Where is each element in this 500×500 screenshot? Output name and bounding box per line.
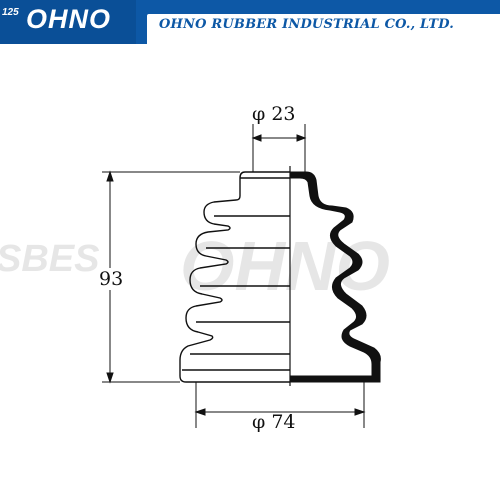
company-name: OHNO RUBBER INDUSTRIAL CO., LTD. [159,17,454,32]
boot-section-right [289,171,381,383]
boot-profile-outline [179,171,290,383]
dim-top-diameter-lines [251,124,307,172]
dim-top-diameter-label: φ 23 [252,103,296,125]
brand-logo[interactable]: 125 OHNO [0,0,136,44]
logo-badge: 125 [2,7,19,18]
logo-wordmark: OHNO [26,4,111,34]
boot-outline-left [179,171,290,383]
company-name-banner: OHNO RUBBER INDUSTRIAL CO., LTD. [147,14,500,44]
dim-height-label: 93 [99,268,124,290]
watermark-left: SBES [0,238,100,280]
boot-technical-drawing [102,124,381,428]
dim-bottom-diameter-lines [194,382,366,428]
dim-bottom-diameter-label: φ 74 [252,411,296,433]
header-bar: 125 OHNO OHNO RUBBER INDUSTRIAL CO., LTD… [0,0,500,44]
